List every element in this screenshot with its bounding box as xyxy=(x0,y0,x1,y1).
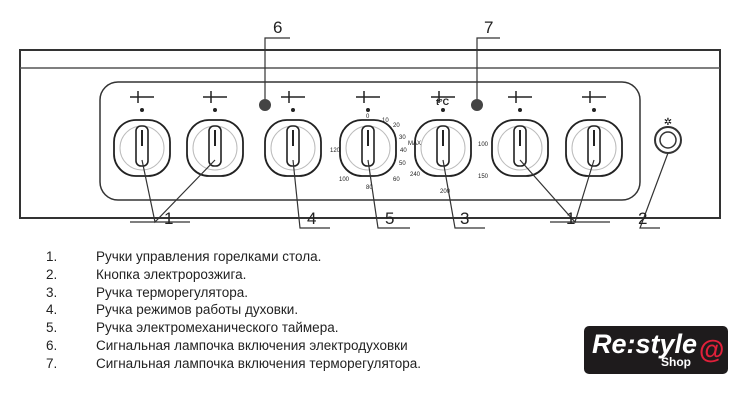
spark-icon: ✲ xyxy=(664,117,672,128)
timer-tick: 0 xyxy=(366,114,370,120)
legend-number: 7. xyxy=(46,355,58,371)
thermo-unit-label: t°C xyxy=(436,97,450,107)
legend-item: 4. Ручка режимов работы духовки. xyxy=(46,301,421,319)
legend-item: 2. Кнопка электророзжига. xyxy=(46,266,421,284)
legend-text: Ручка электромеханического таймера. xyxy=(96,320,339,336)
legend-number: 2. xyxy=(46,266,58,282)
legend-item: 6. Сигнальная лампочка включения электрод… xyxy=(46,337,421,355)
legend-item: 1. Ручки управления горелками стола. xyxy=(46,248,421,266)
callout-7: 7 xyxy=(484,18,493,37)
timer-tick: 40 xyxy=(400,148,407,154)
legend-text: Ручка режимов работы духовки. xyxy=(96,302,299,318)
legend-number: 3. xyxy=(46,284,58,300)
ignition-button-inner xyxy=(659,131,677,149)
timer-tick: 20 xyxy=(393,123,400,129)
legend-text: Ручка терморегулятора. xyxy=(96,284,248,300)
timer-tick: 50 xyxy=(399,161,406,167)
thermo-max: MAX xyxy=(408,141,421,147)
legend-number: 6. xyxy=(46,337,58,353)
oven-mode-knob[interactable] xyxy=(264,91,322,177)
legend-item: 5. Ручка электромеханического таймера. xyxy=(46,319,421,337)
logo-subtext: Shop xyxy=(661,355,691,369)
thermo-tick: 100 xyxy=(478,142,489,148)
legend-number: 4. xyxy=(46,302,58,318)
legend-number: 5. xyxy=(46,320,58,336)
burner-knob-4[interactable] xyxy=(565,91,623,177)
restyle-shop-logo: Re:style Shop @ xyxy=(584,326,728,374)
timer-tick: 10 xyxy=(382,118,389,124)
thermostat-knob[interactable] xyxy=(414,91,472,177)
legend-list: 1. Ручки управления горелками стола. 2. Кно… xyxy=(46,248,421,373)
burner-knob-1[interactable] xyxy=(113,91,171,177)
oven-lamp xyxy=(259,99,271,111)
leader-lines xyxy=(130,37,669,229)
timer-tick: 30 xyxy=(399,135,406,141)
legend-text: Сигнальная лампочка включения электродух… xyxy=(96,337,408,353)
callout-4: 4 xyxy=(307,209,316,228)
callout-5: 5 xyxy=(385,209,394,228)
burner-knob-2[interactable] xyxy=(186,91,244,177)
legend-text: Сигнальная лампочка включения терморегул… xyxy=(96,355,422,371)
cart-at-icon: @ xyxy=(699,334,725,364)
thermo-tick: 150 xyxy=(478,174,489,180)
legend-text: Ручки управления горелками стола. xyxy=(96,249,322,264)
thermostat-lamp xyxy=(471,99,483,111)
burner-knob-3[interactable] xyxy=(491,91,549,177)
legend-item: 7. Сигнальная лампочка включения терморег… xyxy=(46,355,421,373)
callout-2: 2 xyxy=(638,209,647,228)
thermo-tick: 200 xyxy=(440,189,451,195)
legend-item: 3. Ручка терморегулятора. xyxy=(46,284,421,302)
timer-knob[interactable] xyxy=(339,91,397,177)
callout-3: 3 xyxy=(460,209,469,228)
timer-tick: 100 xyxy=(339,177,350,183)
thermo-tick: 240 xyxy=(410,172,421,178)
callout-1-right: 1 xyxy=(566,209,575,228)
callout-6: 6 xyxy=(273,18,282,37)
timer-tick: 80 xyxy=(366,185,373,191)
callout-1-left: 1 xyxy=(164,209,173,228)
timer-tick: 120 xyxy=(330,148,341,154)
timer-tick: 60 xyxy=(393,177,400,183)
logo-text: Re:style xyxy=(592,329,698,359)
legend-text: Кнопка электророзжига. xyxy=(96,266,247,282)
legend-number: 1. xyxy=(46,249,58,264)
